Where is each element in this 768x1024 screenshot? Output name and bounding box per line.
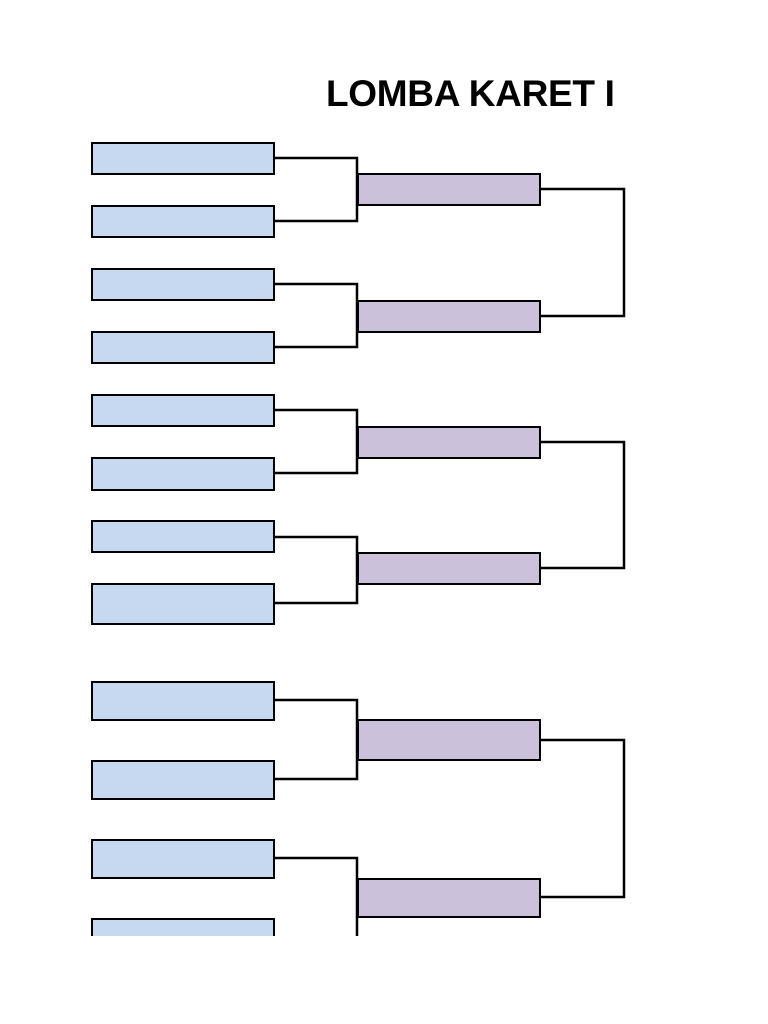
round2-connector-2 bbox=[540, 440, 626, 570]
winner-slot-6 bbox=[357, 878, 541, 918]
round1-connector-1 bbox=[274, 156, 359, 223]
entrant-slot-5 bbox=[91, 394, 275, 427]
winner-slot-5 bbox=[357, 719, 541, 761]
entrant-slot-6 bbox=[91, 457, 275, 491]
winner-slot-2 bbox=[357, 300, 541, 333]
round1-connector-2 bbox=[274, 282, 359, 349]
entrant-slot-11 bbox=[91, 839, 275, 879]
entrant-slot-4 bbox=[91, 331, 275, 364]
winner-slot-1 bbox=[357, 173, 541, 206]
winner-slot-4 bbox=[357, 552, 541, 585]
page-title: LOMBA KARET I bbox=[326, 73, 615, 114]
entrant-slot-12 bbox=[91, 918, 275, 936]
entrant-slot-9 bbox=[91, 681, 275, 721]
entrant-slot-7 bbox=[91, 520, 275, 553]
entrant-slot-2 bbox=[91, 205, 275, 238]
round1-connector-5 bbox=[274, 698, 359, 781]
round1-connector-6 bbox=[274, 856, 359, 936]
round1-connector-3 bbox=[274, 408, 359, 475]
round1-connector-4 bbox=[274, 535, 359, 605]
round2-connector-3 bbox=[540, 738, 626, 899]
round2-connector-1 bbox=[540, 187, 626, 318]
entrant-slot-3 bbox=[91, 268, 275, 301]
entrant-slot-10 bbox=[91, 760, 275, 800]
entrant-slot-8 bbox=[91, 583, 275, 625]
winner-slot-3 bbox=[357, 426, 541, 459]
entrant-slot-1 bbox=[91, 142, 275, 175]
